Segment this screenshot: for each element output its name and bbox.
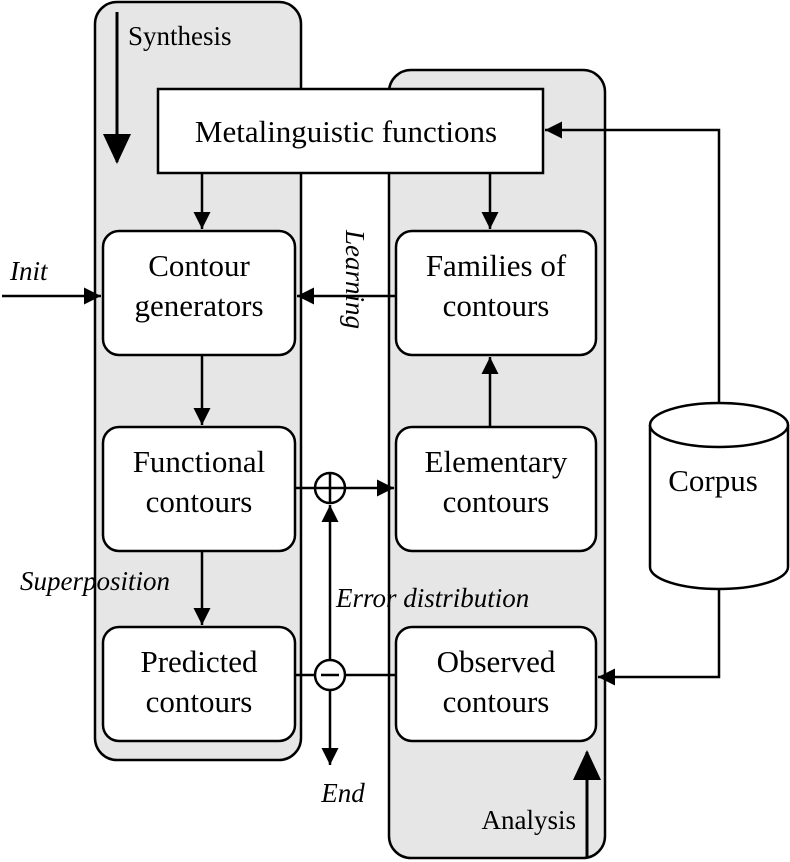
observed-contours-box (394, 625, 598, 743)
observed-contours-line2: contours (443, 684, 550, 719)
elementary-contours-line1: Elementary (425, 444, 568, 479)
corpus-label: Corpus (668, 463, 758, 498)
analysis-arrowhead (573, 750, 601, 780)
metalinguistic-functions-label: Metalinguistic functions (195, 114, 497, 149)
families-of-contours-box (394, 229, 598, 357)
sum-junction (313, 471, 347, 505)
corpus-to-metalinguistic-arrow (545, 121, 721, 403)
families-of-contours-line1: Families of (426, 248, 567, 283)
predicted-contours-box (101, 625, 297, 743)
predicted-contours-line1: Predicted (140, 644, 258, 679)
elementary-contours-line2: contours (443, 484, 550, 519)
contour-generators-line1: Contour (148, 248, 250, 283)
contour-generators-box (101, 229, 297, 357)
functional-contours-line2: contours (146, 484, 253, 519)
synthesis-panel (93, 0, 303, 762)
functional-contours-line1: Functional (133, 444, 266, 479)
superposition-label: Superposition (20, 566, 170, 596)
learning-label: Learning (340, 229, 370, 329)
synthesis-label: Synthesis (128, 21, 232, 51)
synthesis-arrowhead (103, 134, 131, 164)
corpus-to-observed-arrow (598, 589, 721, 686)
families-of-contours-line2: contours (443, 288, 550, 323)
predicted-contours-line2: contours (146, 684, 253, 719)
contour-generators-line2: generators (134, 288, 263, 323)
error-distribution-label: Error distribution (335, 583, 529, 613)
difference-junction (313, 658, 347, 692)
observed-contours-line1: Observed (437, 644, 556, 679)
analysis-label: Analysis (482, 805, 577, 835)
metalinguistic-functions-box (156, 87, 545, 175)
init-label: Init (9, 256, 49, 286)
elementary-contours-box (394, 425, 598, 553)
end-label: End (320, 778, 365, 808)
